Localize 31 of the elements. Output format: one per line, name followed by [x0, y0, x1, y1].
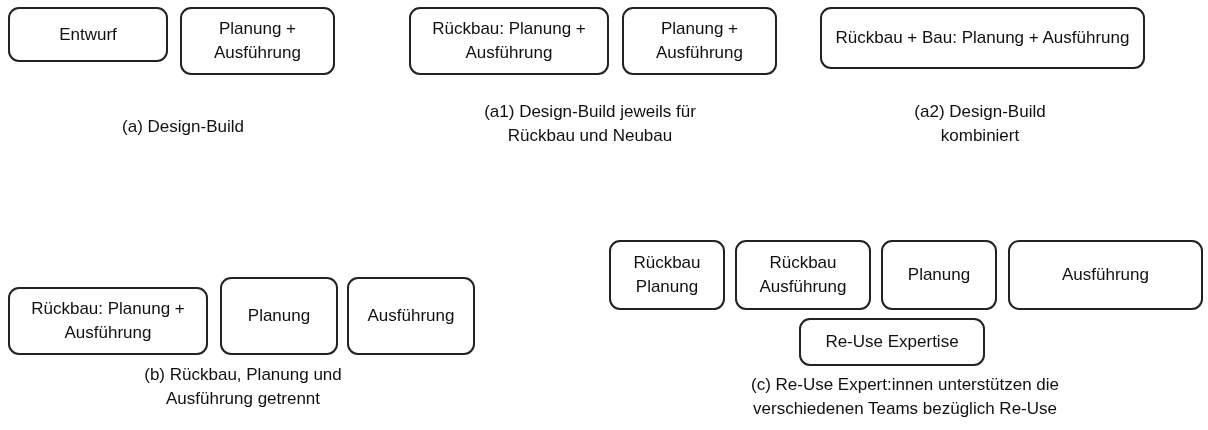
process-box [347, 277, 475, 355]
box-text: Ausführung [367, 305, 455, 327]
box-text: Re-Use Expertise [825, 331, 959, 353]
process-box [881, 240, 997, 310]
box-text: Rückbau: Planung + Ausführung [30, 298, 186, 344]
box-text: Planung [907, 264, 971, 286]
process-box [8, 7, 168, 62]
caption-text: (a2) Design-Build kombiniert [913, 101, 1047, 147]
caption-text: (b) Rückbau, Planung und Ausführung getrennt [143, 364, 343, 410]
process-box [735, 240, 871, 310]
process-box [622, 7, 777, 75]
process-box [609, 240, 725, 310]
box-text: Planung + Ausführung [655, 18, 744, 64]
process-box [220, 277, 338, 355]
box-text: Ausführung [1062, 264, 1149, 286]
caption-text: (a1) Design-Build jeweils für Rückbau und Neubau [483, 101, 697, 147]
box-text: Planung + Ausführung [213, 18, 302, 64]
process-box [799, 318, 985, 366]
process-box [1008, 240, 1203, 310]
box-text: Planung [247, 305, 311, 327]
process-box [8, 287, 208, 355]
box-text: Rückbau Ausführung [758, 252, 848, 298]
caption-text: (c) Re-Use Expert:innen unterstützen die verschiedenen Teams bezüglich Re-Use [749, 374, 1060, 420]
box-text: Rückbau + Bau: Planung + Ausführung [835, 27, 1130, 49]
caption-text: (a) Design-Build [121, 116, 245, 138]
process-box [180, 7, 335, 75]
process-box [409, 7, 609, 75]
box-text: Rückbau: Planung + Ausführung [431, 18, 587, 64]
process-box [820, 7, 1145, 69]
box-text: Rückbau Planung [632, 252, 702, 298]
box-text: Entwurf [59, 23, 117, 46]
